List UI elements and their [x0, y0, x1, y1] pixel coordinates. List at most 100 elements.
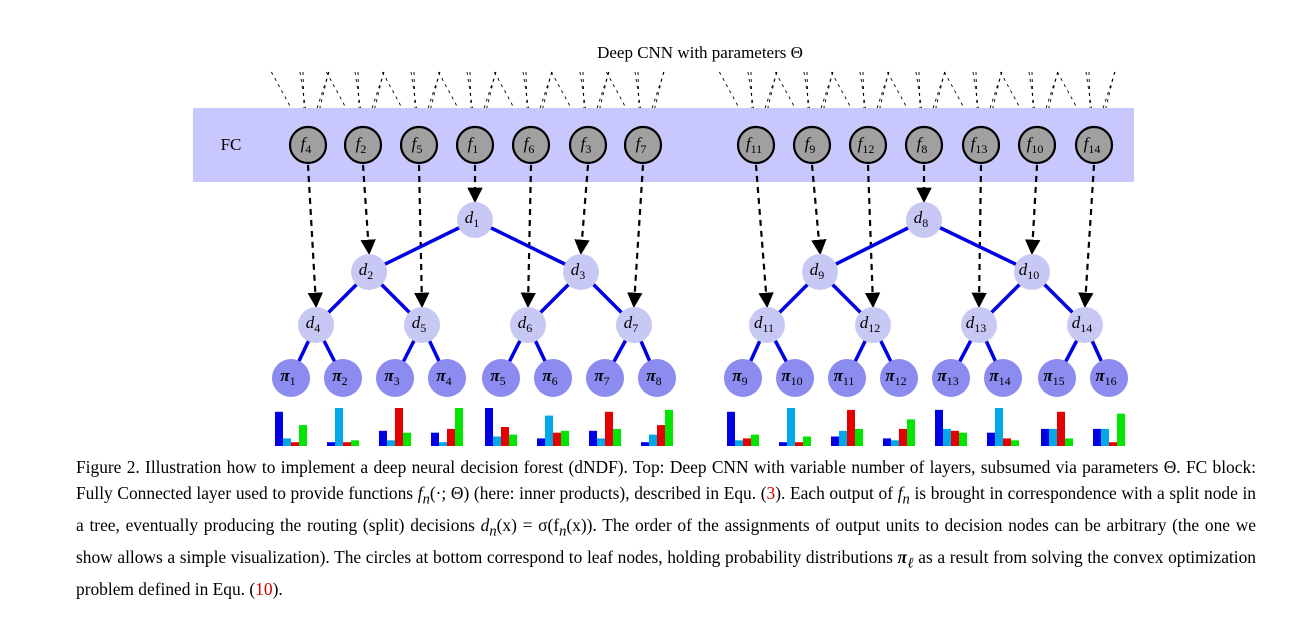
decision-node — [404, 307, 440, 343]
histogram-bar — [431, 432, 439, 446]
histogram-bar — [951, 430, 959, 446]
leaf-node — [1090, 359, 1128, 397]
histogram-bar — [537, 438, 545, 446]
histogram-bar — [641, 442, 649, 446]
histogram-bar — [335, 408, 343, 446]
fc-unit-node — [736, 125, 776, 165]
leaf-node-label: π13 — [937, 366, 958, 388]
leaf-node-label: π5 — [490, 366, 505, 388]
histogram-bar — [343, 442, 351, 446]
histogram-bar — [501, 427, 509, 446]
histogram-bar — [1101, 428, 1109, 446]
fc-unit-node — [343, 125, 383, 165]
histogram-bar — [327, 442, 335, 446]
histogram-bar — [1041, 428, 1049, 446]
histogram-bar — [447, 428, 455, 446]
histogram-bar — [291, 442, 299, 446]
leaf-node — [376, 359, 414, 397]
histogram-bar — [839, 430, 847, 446]
leaf-node — [880, 359, 918, 397]
leaf-node-label: π16 — [1095, 366, 1116, 388]
histogram-bar — [995, 408, 1003, 446]
decision-node — [906, 202, 942, 238]
leaf-node-label: π14 — [989, 366, 1010, 388]
decision-node-label: d2 — [359, 260, 374, 282]
histogram-bar — [439, 442, 447, 446]
histogram-bar — [1065, 438, 1073, 446]
leaf-node-label: π7 — [594, 366, 609, 388]
fc-unit-node — [1074, 125, 1114, 165]
histogram-bar — [787, 408, 795, 446]
decision-node-label: d6 — [518, 313, 533, 335]
histogram-bar — [657, 425, 665, 446]
fc-unit-node — [399, 125, 439, 165]
leaf-node-label: π1 — [280, 366, 295, 388]
histogram-bar — [275, 411, 283, 446]
histogram-bar — [553, 432, 561, 446]
histogram-bar — [779, 442, 787, 446]
equation-ref-3[interactable]: 3 — [766, 482, 776, 503]
leaf-node-label: π8 — [646, 366, 661, 388]
fc-unit-label: f8 — [917, 134, 928, 156]
leaf-node — [428, 359, 466, 397]
histogram-bar — [803, 436, 811, 446]
cnn-input-line — [1045, 71, 1059, 125]
histogram-bar — [883, 438, 891, 446]
leaf-node-label: π15 — [1043, 366, 1064, 388]
fn-to-decision-arrow — [520, 164, 536, 309]
cnn-input-line — [764, 71, 778, 125]
fn-to-decision-arrow — [306, 164, 323, 309]
histogram-bar — [987, 432, 995, 446]
decision-node-label: d10 — [1019, 260, 1040, 282]
histogram-bar — [455, 408, 463, 446]
histogram-bar — [485, 408, 493, 446]
fc-unit-label: f14 — [1084, 134, 1101, 156]
fc-unit-label: f9 — [805, 134, 816, 156]
leaf-node-label: π11 — [834, 366, 855, 388]
fc-unit-node — [511, 125, 551, 165]
decision-node-label: d8 — [914, 208, 929, 230]
tree-edge — [368, 218, 476, 274]
equation-ref-10[interactable]: 10 — [255, 578, 273, 599]
leaf-node-label: π12 — [885, 366, 906, 388]
decision-node — [298, 307, 334, 343]
histogram-bar — [1109, 442, 1117, 446]
leaf-node — [638, 359, 676, 397]
leaf-node-label: π6 — [542, 366, 557, 388]
leaf-node — [932, 359, 970, 397]
fc-unit-node — [904, 125, 944, 165]
fc-unit-label: f13 — [971, 134, 988, 156]
leaf-node — [534, 359, 572, 397]
cnn-input-line — [876, 71, 890, 125]
leaf-node — [984, 359, 1022, 397]
figure-caption: Figure 2. Illustration how to implement … — [76, 457, 1256, 599]
histogram-bar — [795, 442, 803, 446]
fn-to-decision-arrow — [574, 164, 590, 256]
fn-to-decision-arrow — [360, 164, 376, 256]
leaf-node-label: π10 — [781, 366, 802, 388]
leaf-node — [828, 359, 866, 397]
tree-edges — [289, 218, 1111, 379]
fc-unit-label: f11 — [746, 134, 762, 156]
cnn-input-line — [651, 71, 665, 125]
histogram-bar — [735, 440, 743, 446]
fc-unit-node — [623, 125, 663, 165]
histogram-bar — [545, 415, 553, 446]
histogram-bar — [379, 430, 387, 446]
histogram-bar — [943, 428, 951, 446]
fc-unit-node — [961, 125, 1001, 165]
fc-unit-node — [848, 125, 888, 165]
fc-label: FC — [221, 135, 242, 154]
histogram-bar — [847, 409, 855, 446]
decision-node — [457, 202, 493, 238]
histogram-bar — [597, 438, 605, 446]
histogram-bar — [665, 409, 673, 446]
fn-to-decision-arrow — [864, 164, 881, 309]
decision-node — [510, 307, 546, 343]
decision-node — [563, 254, 599, 290]
decision-node-label: d13 — [966, 313, 987, 335]
leaf-node-label: π3 — [384, 366, 399, 388]
